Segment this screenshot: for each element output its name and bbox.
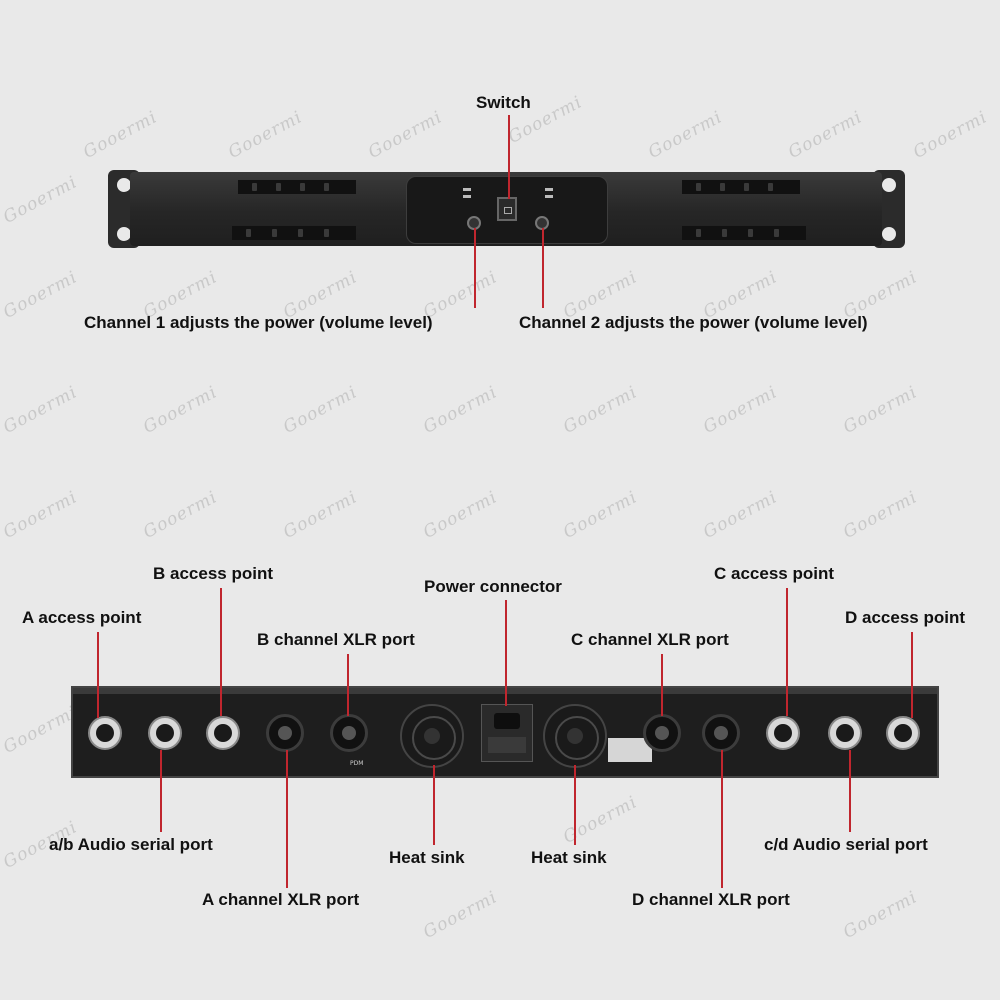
front-vent: [232, 226, 356, 240]
led-indicator: [463, 195, 471, 198]
b-access-xlr[interactable]: [206, 716, 240, 750]
heat-sink-1-callout-line: [433, 765, 435, 845]
watermark: Gooermi: [80, 107, 161, 163]
heat-sink-2-label: Heat sink: [531, 848, 607, 867]
ab-serial-callout-line: [160, 750, 162, 832]
front-vent: [682, 226, 806, 240]
a-access-label: A access point: [22, 608, 142, 627]
b-xlr-label: B channel XLR port: [257, 630, 415, 649]
cd-serial-xlr[interactable]: [828, 716, 862, 750]
watermark: Gooermi: [0, 487, 81, 543]
b-access-label: B access point: [153, 564, 273, 583]
heat-sink-fan-1: [400, 704, 464, 768]
watermark: Gooermi: [840, 487, 921, 543]
c-channel-speakon[interactable]: [643, 714, 681, 752]
led-indicator: [545, 195, 553, 198]
cd-serial-label: c/d Audio serial port: [764, 835, 928, 854]
power-switch[interactable]: [497, 197, 517, 221]
heat-sink-1-label: Heat sink: [389, 848, 465, 867]
led-indicator: [545, 188, 553, 191]
b-channel-speakon[interactable]: [330, 714, 368, 752]
d-access-xlr[interactable]: [886, 716, 920, 750]
heat-sink-fan-2: [543, 704, 607, 768]
ab-serial-label: a/b Audio serial port: [49, 835, 213, 854]
c-xlr-label: C channel XLR port: [571, 630, 729, 649]
c-xlr-callout-line: [661, 654, 663, 716]
watermark: Gooermi: [365, 107, 446, 163]
switch-label: Switch: [476, 93, 531, 112]
mount-hole: [882, 227, 896, 241]
watermark: Gooermi: [420, 487, 501, 543]
power-connector-label: Power connector: [424, 577, 562, 596]
watermark: Gooermi: [225, 107, 306, 163]
mount-hole: [882, 178, 896, 192]
watermark: Gooermi: [140, 487, 221, 543]
watermark: Gooermi: [280, 487, 361, 543]
d-xlr-callout-line: [721, 750, 723, 888]
d-access-callout-line: [911, 632, 913, 718]
watermark: Gooermi: [910, 107, 991, 163]
d-xlr-label: D channel XLR port: [632, 890, 790, 909]
d-access-label: D access point: [845, 608, 965, 627]
heat-sink-2-callout-line: [574, 765, 576, 845]
a-access-xlr[interactable]: [88, 716, 122, 750]
a-channel-speakon[interactable]: [266, 714, 304, 752]
watermark: Gooermi: [840, 887, 921, 943]
cd-serial-callout-line: [849, 750, 851, 832]
mount-hole: [117, 227, 131, 241]
watermark: Gooermi: [0, 267, 81, 323]
c-access-xlr[interactable]: [766, 716, 800, 750]
ch1-volume-label: Channel 1 adjusts the power (volume leve…: [84, 313, 433, 332]
mount-hole: [117, 178, 131, 192]
watermark: Gooermi: [560, 487, 641, 543]
a-xlr-callout-line: [286, 750, 288, 888]
watermark: Gooermi: [785, 107, 866, 163]
a-access-callout-line: [97, 632, 99, 718]
watermark: Gooermi: [0, 382, 81, 438]
iec-socket: [494, 713, 520, 729]
c-access-callout-line: [786, 588, 788, 716]
watermark: Gooermi: [840, 382, 921, 438]
watermark: Gooermi: [140, 382, 221, 438]
a-xlr-label: A channel XLR port: [202, 890, 360, 909]
watermark: Gooermi: [700, 487, 781, 543]
power-connector[interactable]: [481, 704, 533, 762]
brand-mark: PDM: [350, 760, 364, 767]
switch-callout-line: [508, 115, 510, 199]
c-access-label: C access point: [714, 564, 834, 583]
front-vent: [238, 180, 356, 194]
watermark: Gooermi: [420, 887, 501, 943]
d-channel-speakon[interactable]: [702, 714, 740, 752]
ch2-callout-line: [542, 228, 544, 308]
watermark: Gooermi: [280, 382, 361, 438]
fuse-holder: [488, 737, 526, 753]
watermark: Gooermi: [560, 382, 641, 438]
watermark: Gooermi: [0, 702, 81, 758]
watermark: Gooermi: [700, 382, 781, 438]
watermark: Gooermi: [560, 792, 641, 848]
switch-mark: [504, 207, 512, 214]
power-callout-line: [505, 600, 507, 706]
watermark: Gooermi: [420, 382, 501, 438]
b-xlr-callout-line: [347, 654, 349, 716]
ch1-callout-line: [474, 228, 476, 308]
front-vent: [682, 180, 800, 194]
b-access-callout-line: [220, 588, 222, 716]
led-indicator: [463, 188, 471, 191]
ab-serial-xlr[interactable]: [148, 716, 182, 750]
watermark: Gooermi: [0, 172, 81, 228]
watermark: Gooermi: [645, 107, 726, 163]
ch2-volume-label: Channel 2 adjusts the power (volume leve…: [519, 313, 868, 332]
